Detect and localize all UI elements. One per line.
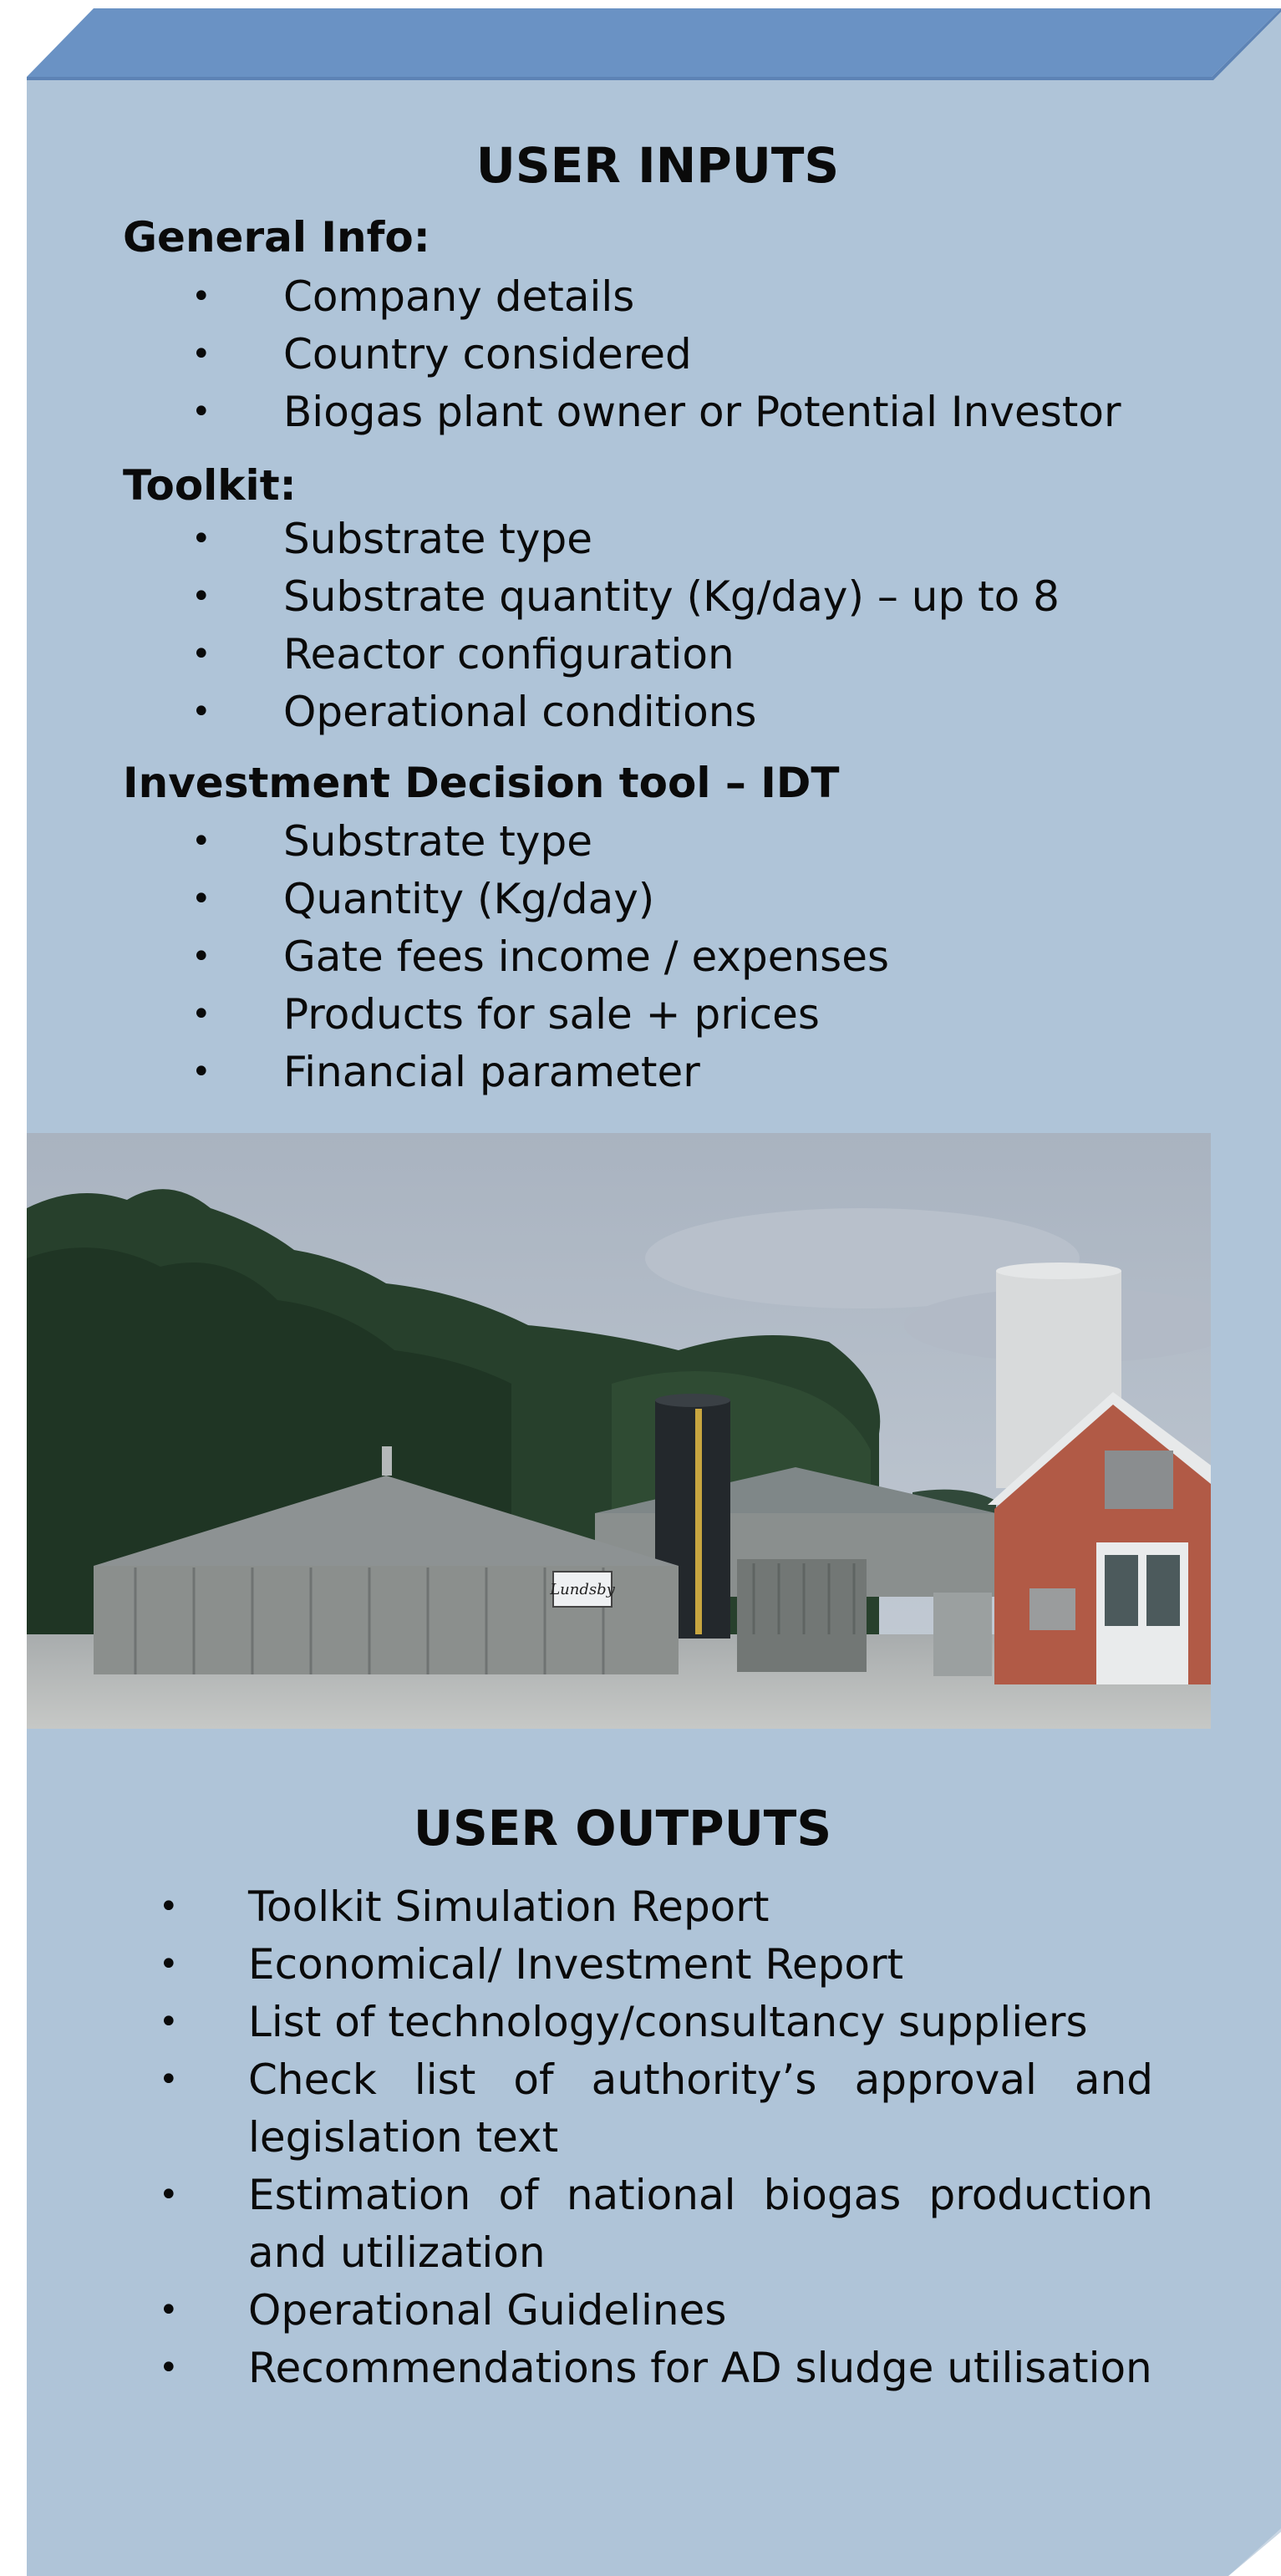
list-item-label: Substrate type [283,515,592,563]
list-item-label: Economical/ Investment Report [248,1940,904,1989]
list-item: • Toolkit Simulation Report [150,1878,1153,1936]
bullet-icon: • [191,393,211,431]
bullet-icon: • [159,1945,179,1984]
user-outputs-title: USER OUTPUTS [413,1800,832,1857]
bullet-icon: • [191,335,211,373]
bullet-icon: • [191,880,211,918]
list-item-label: List of technology/consultancy suppliers [248,1998,1088,2046]
list-item: • Recommendations for AD sludge utilisati… [150,2340,1153,2397]
biogas-plant-photo: Lundsby [27,1133,1211,1729]
bullet-icon: • [191,822,211,861]
bullet-icon: • [191,577,211,616]
list-item: • Operational Guidelines [150,2282,1153,2340]
list-item-label: Substrate quantity (Kg/day) – up to 8 [283,572,1060,621]
list-item: • Check list of authority’s approval and … [150,2051,1153,2167]
list-item-label: Products for sale + prices [283,990,820,1039]
bullet-icon: • [159,1888,179,1926]
biogas-plant-illustration: Lundsby [27,1133,1211,1729]
bullet-icon: • [159,2176,179,2214]
user-inputs-title: USER INPUTS [475,137,840,194]
list-item-label: Reactor configuration [283,630,735,678]
list-item-label: Estimation of national biogas production… [248,2171,1153,2277]
list-item: • Estimation of national biogas productio… [150,2167,1153,2282]
bullet-icon: • [191,1053,211,1091]
bullet-icon: • [159,2291,179,2330]
list-item-label: Country considered [283,330,692,379]
list-item-label: Gate fees income / expenses [283,932,889,981]
idt-heading: Investment Decision tool – IDT [123,759,840,807]
list-item-label: Check list of authority’s approval and l… [248,2055,1153,2162]
bullet-icon: • [191,277,211,316]
bullet-icon: • [191,635,211,673]
tank-sign: Lundsby [549,1581,615,1598]
list-item-label: Financial parameter [283,1048,700,1096]
bullet-icon: • [191,995,211,1034]
list-item-label: Substrate type [283,817,592,866]
list-item-label: Toolkit Simulation Report [248,1882,770,1931]
user-outputs-list: • Toolkit Simulation Report • Economical/ I… [150,1878,1153,2397]
list-item-label: Quantity (Kg/day) [283,875,655,923]
bullet-icon: • [191,693,211,731]
bullet-icon: • [159,2349,179,2387]
list-item-label: Recommendations for AD sludge utilisatio… [248,2344,1152,2392]
top-bevel [27,8,1281,80]
bullet-icon: • [191,937,211,976]
bullet-icon: • [159,2060,179,2099]
list-item-label: Operational Guidelines [248,2286,727,2335]
bullet-icon: • [191,520,211,558]
toolkit-heading: Toolkit: [123,461,297,510]
bullet-icon: • [159,2003,179,2041]
list-item: • List of technology/consultancy supplier… [150,1994,1153,2051]
list-item-label: Operational conditions [283,688,757,736]
bottom-corner-fold [1228,2528,1281,2576]
list-item-label: Company details [283,272,635,321]
general-info-heading: General Info: [123,213,430,262]
list-item-label: Biogas plant owner or Potential Investor [283,388,1121,436]
list-item: • Economical/ Investment Report [150,1936,1153,1994]
